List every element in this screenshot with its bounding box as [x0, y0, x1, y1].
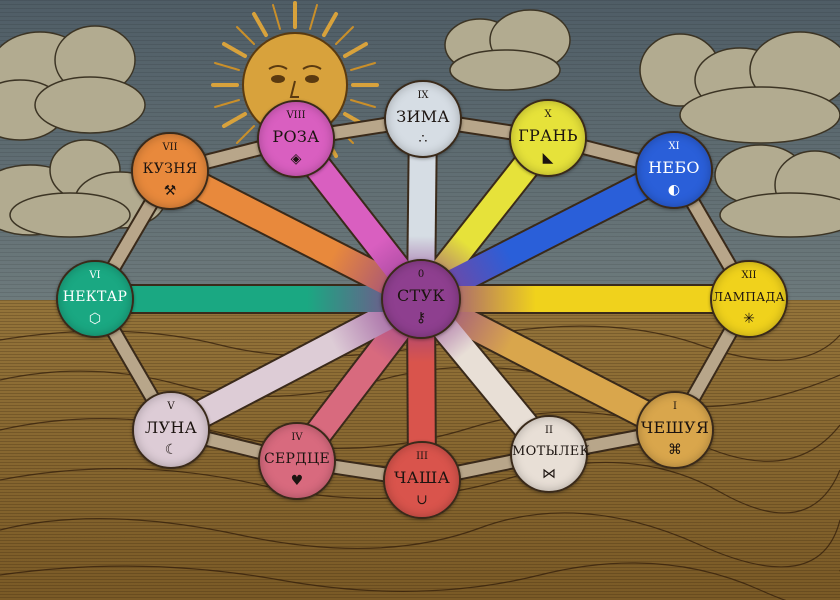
sparkle-icon: ✳: [743, 311, 755, 327]
cloud-right: [639, 31, 840, 144]
node-lampada[interactable]: XII ЛАМПАДА ✳: [710, 260, 788, 338]
node-nektar[interactable]: VI НЕКТАР ⬡: [56, 260, 134, 338]
node-kuznya[interactable]: VII КУЗНЯ ⚒: [131, 132, 209, 210]
node-label: КУЗНЯ: [142, 161, 198, 177]
node-roza[interactable]: VIII РОЗА ◈: [257, 100, 335, 178]
node-numeral: XII: [741, 270, 757, 281]
node-label: ЗИМА: [396, 107, 450, 126]
node-label: ЧЕШУЯ: [640, 418, 710, 437]
compass-icon: ◈: [290, 151, 302, 167]
node-label: ЛУНА: [144, 418, 198, 437]
node-label: МОТЫЛЕК: [512, 444, 590, 459]
node-luna[interactable]: V ЛУНА ☾: [132, 391, 210, 469]
hammer-icon: ⚒: [163, 183, 177, 199]
knife-icon: ◣: [542, 150, 554, 166]
cloud-left: [0, 25, 146, 141]
node-label: НЕКТАР: [62, 289, 128, 305]
command-icon: ⌘: [668, 442, 682, 458]
node-numeral: IV: [291, 432, 303, 443]
key-icon: ⚷: [415, 310, 427, 326]
node-numeral: 0: [417, 269, 425, 280]
node-numeral: X: [544, 109, 552, 120]
node-chasha[interactable]: III ЧАША ∪: [383, 441, 461, 519]
half-circle-icon: ◐: [667, 182, 681, 198]
node-nebo[interactable]: XI НЕБО ◐: [635, 131, 713, 209]
node-label: СТУК: [396, 286, 446, 305]
node-label: НЕБО: [648, 158, 700, 177]
node-label: ЧАША: [393, 468, 451, 487]
node-numeral: VI: [89, 270, 101, 281]
node-label: РОЗА: [272, 127, 320, 146]
node-numeral: III: [416, 451, 428, 462]
node-numeral: VIII: [286, 110, 306, 121]
node-serdtse[interactable]: IV СЕРДЦЕ ♥: [258, 422, 336, 500]
hexagon-icon: ⬡: [88, 311, 102, 327]
bowtie-icon: ⋈: [542, 466, 556, 482]
node-numeral: IX: [417, 90, 429, 101]
spoke-kuznya: [164, 159, 427, 311]
node-center-stuk[interactable]: 0 СТУК ⚷: [381, 259, 461, 339]
node-numeral: II: [545, 425, 553, 436]
node-gran[interactable]: X ГРАНЬ ◣: [509, 99, 587, 177]
heart-icon: ♥: [290, 473, 304, 489]
node-numeral: VII: [162, 142, 178, 153]
cloud-upper-mid: [444, 9, 571, 91]
node-chesuya[interactable]: I ЧЕШУЯ ⌘: [636, 391, 714, 469]
node-numeral: XI: [668, 141, 680, 152]
three-dots-icon: ∴: [418, 131, 428, 147]
node-numeral: I: [673, 401, 677, 412]
node-motylek[interactable]: II МОТЫЛЕК ⋈: [510, 415, 590, 493]
node-numeral: V: [167, 401, 175, 412]
cup-icon: ∪: [416, 492, 428, 508]
crescent-moon-icon: ☾: [164, 442, 178, 458]
spoke-chesuya: [415, 287, 681, 442]
node-label: ЛАМПАДА: [713, 290, 785, 304]
node-label: СЕРДЦЕ: [264, 451, 330, 467]
spoke-luna: [164, 287, 428, 442]
cloud-right-low: [714, 144, 840, 238]
spoke-nebo: [415, 158, 680, 311]
node-zima[interactable]: IX ЗИМА ∴: [384, 80, 462, 158]
node-label: ГРАНЬ: [518, 126, 578, 145]
